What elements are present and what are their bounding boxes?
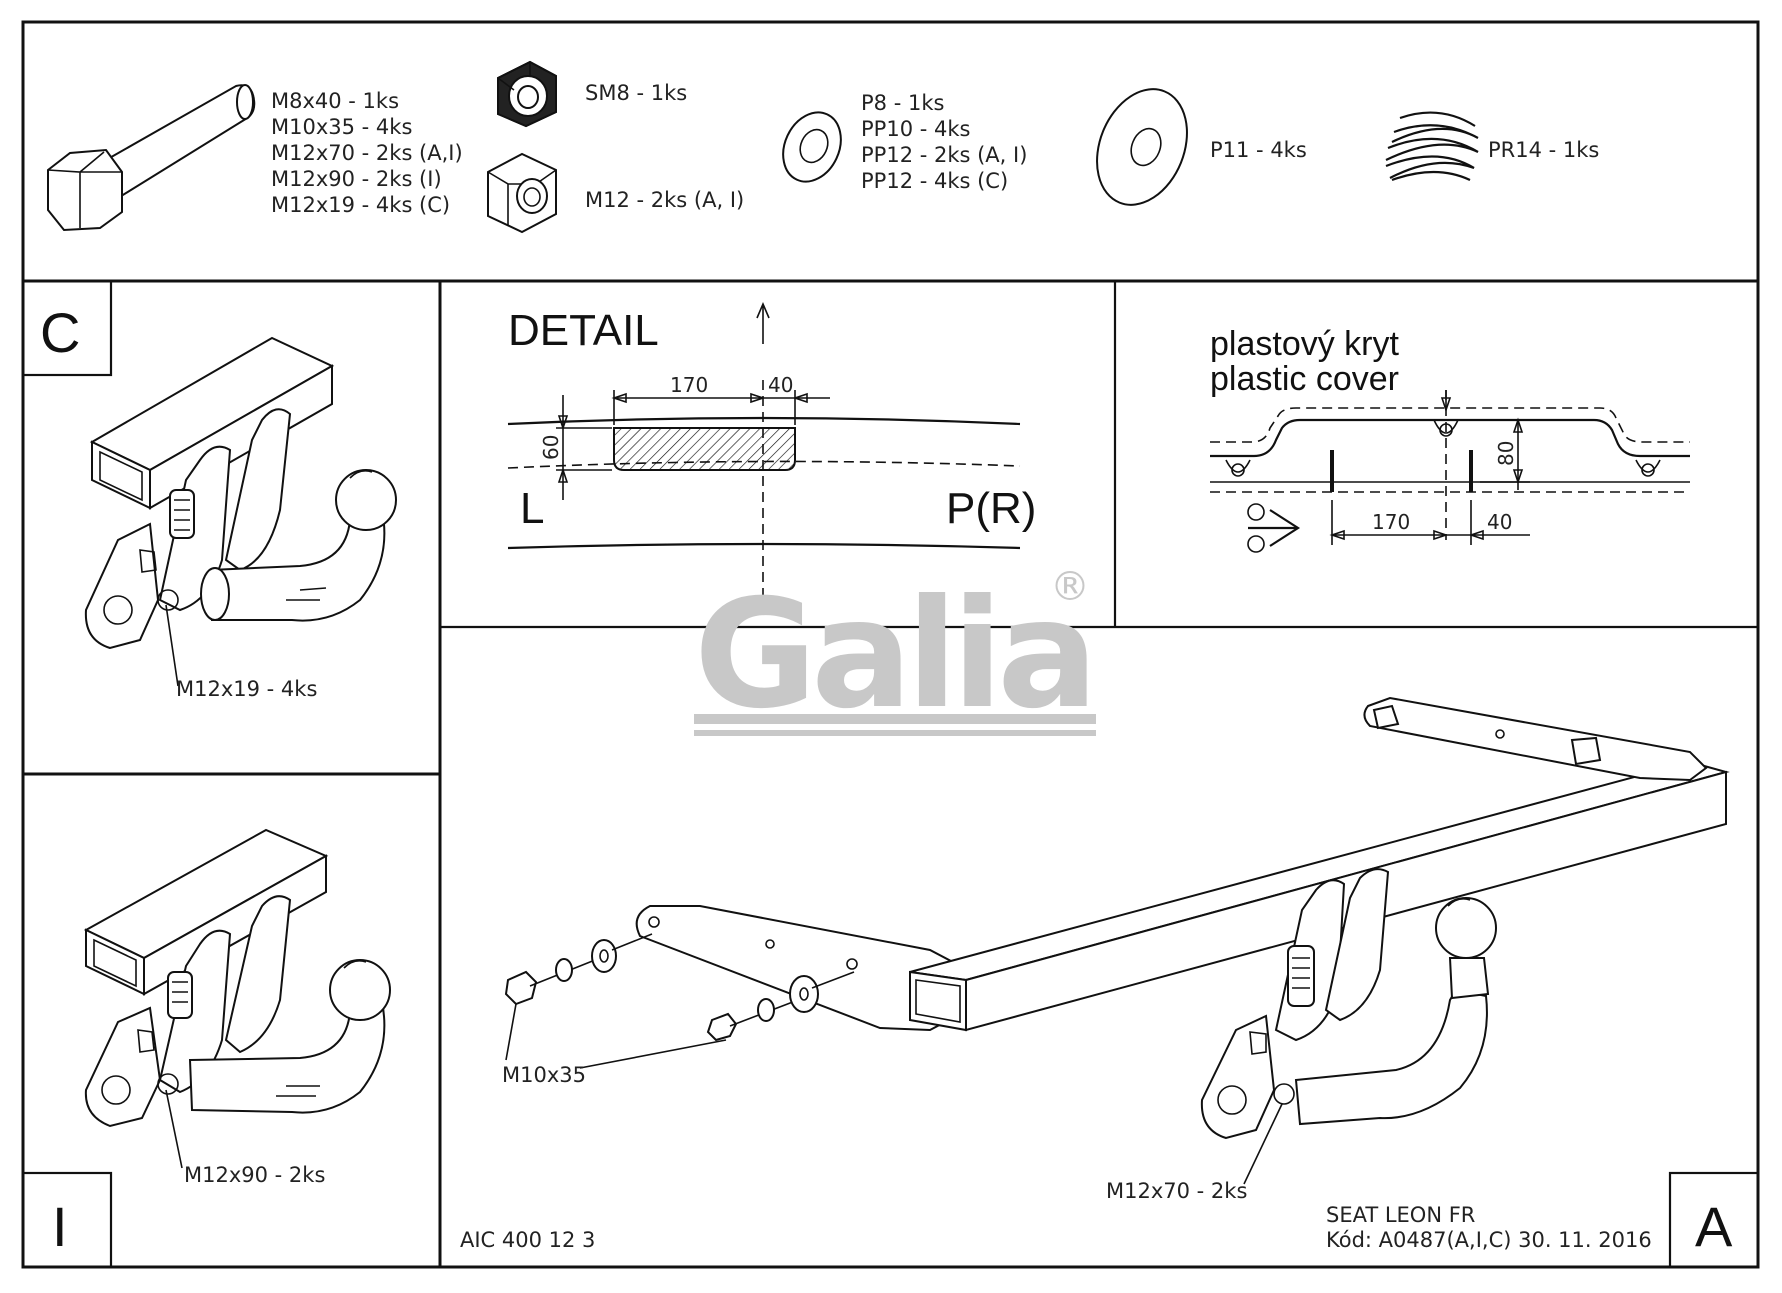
cover-title-en: plastic cover: [1210, 360, 1399, 398]
mounting-bracket-icon: [158, 895, 292, 1094]
plastic-cover-section: plastový kryt plastic cover 170 40 80: [1210, 325, 1690, 553]
galia-logo: Galia ®: [694, 564, 1098, 742]
bolt-label: M12x90 - 2ks (I): [271, 167, 442, 191]
parts-list: M8x40 - 1ks M10x35 - 4ks M12x70 - 2ks (A…: [47, 60, 1599, 234]
washer-label: PP12 - 4ks (C): [861, 169, 1008, 193]
cut-area: [613, 427, 796, 471]
leader-line: [505, 1003, 727, 1069]
detail-title: DETAIL: [508, 306, 659, 355]
spring-washer-icon: [1385, 111, 1479, 182]
bolt-icon: [47, 84, 256, 232]
detail-right-side: P(R): [946, 484, 1036, 533]
panel-i-callout: M12x90 - 2ks: [184, 1163, 325, 1187]
tow-ball-icon: [1294, 897, 1497, 1126]
washer-label: P8 - 1ks: [861, 91, 944, 115]
side-bar-icon: [1363, 696, 1708, 782]
mounting-bracket-icon: [1274, 868, 1390, 1042]
cover-dim-40: 40: [1487, 510, 1512, 534]
detail-dim-170: 170: [670, 373, 708, 397]
bolt-label: M10x35 - 4ks: [271, 115, 412, 139]
large-washer-icon: [1096, 88, 1188, 206]
vehicle-model: SEAT LEON FR: [1326, 1203, 1475, 1227]
detail-dim-60: 60: [539, 435, 563, 460]
bolt-label: M12x70 - 2ks (A,I): [271, 141, 463, 165]
washer-label: PP12 - 2ks (A, I): [861, 143, 1027, 167]
cover-title-cz: plastový kryt: [1210, 325, 1399, 363]
logo-registered: ®: [1050, 564, 1090, 610]
cover-dim-80: 80: [1494, 441, 1518, 466]
washer-label: PP10 - 4ks: [861, 117, 970, 141]
bolt-label-list: M8x40 - 1ks M10x35 - 4ks M12x70 - 2ks (A…: [271, 89, 463, 217]
drawing-frame: [21, 20, 1760, 1269]
logo-text: Galia: [694, 568, 1092, 742]
hex-nut-icon: [487, 152, 557, 234]
panel-a-callout-m12: M12x70 - 2ks: [1106, 1179, 1247, 1203]
leader-line: [165, 1089, 183, 1169]
leader-line: [165, 604, 179, 687]
sm8-nut-label: SM8 - 1ks: [585, 81, 687, 105]
panel-a-callout-m10: M10x35: [502, 1063, 586, 1087]
panel-c-corner-letter: C: [40, 301, 80, 364]
socket-plate-icon: [1200, 1014, 1295, 1140]
panel-i-corner-letter: I: [52, 1195, 68, 1258]
bolt-label: M12x19 - 4ks (C): [271, 193, 450, 217]
panel-c: C M12x19 - 4: [21, 279, 397, 701]
m12-nut-label: M12 - 2ks (A, I): [585, 188, 744, 212]
bolt-label: M8x40 - 1ks: [271, 89, 399, 113]
panel-c-callout: M12x19 - 4ks: [176, 677, 317, 701]
product-code-date: Kód: A0487(A,I,C) 30. 11. 2016: [1326, 1228, 1652, 1252]
scissors-icon: [1247, 503, 1301, 553]
panel-i: I M12x90 - 2ks: [21, 828, 391, 1269]
panel-a: A: [460, 696, 1760, 1269]
p11-washer-label: P11 - 4ks: [1210, 138, 1307, 162]
lock-nut-icon: [497, 60, 557, 128]
leader-line: [1243, 1103, 1283, 1185]
pr14-spring-label: PR14 - 1ks: [1488, 138, 1599, 162]
tow-ball-icon: [200, 469, 397, 622]
detail-dim-40: 40: [768, 373, 793, 397]
tow-ball-icon: [188, 959, 391, 1114]
detail-left-side: L: [520, 484, 544, 533]
cover-dim-170: 170: [1372, 510, 1410, 534]
socket-plate-icon: [84, 1006, 179, 1128]
clip-icon: [1225, 419, 1661, 477]
crossbar-tube-icon: [909, 760, 1730, 1032]
socket-plate-icon: [84, 522, 179, 650]
up-arrow-icon: [756, 301, 770, 344]
drawing-code: AIC 400 12 3: [460, 1228, 595, 1252]
washer-label-list: P8 - 1ks PP10 - 4ks PP12 - 2ks (A, I) PP…: [861, 91, 1027, 193]
panel-a-corner-letter: A: [1695, 1195, 1733, 1258]
bolt-assembly-icon: [504, 933, 855, 1042]
washer-icon: [782, 111, 842, 183]
detail-section: DETAIL 170 40 60 L P(R): [507, 301, 1036, 600]
